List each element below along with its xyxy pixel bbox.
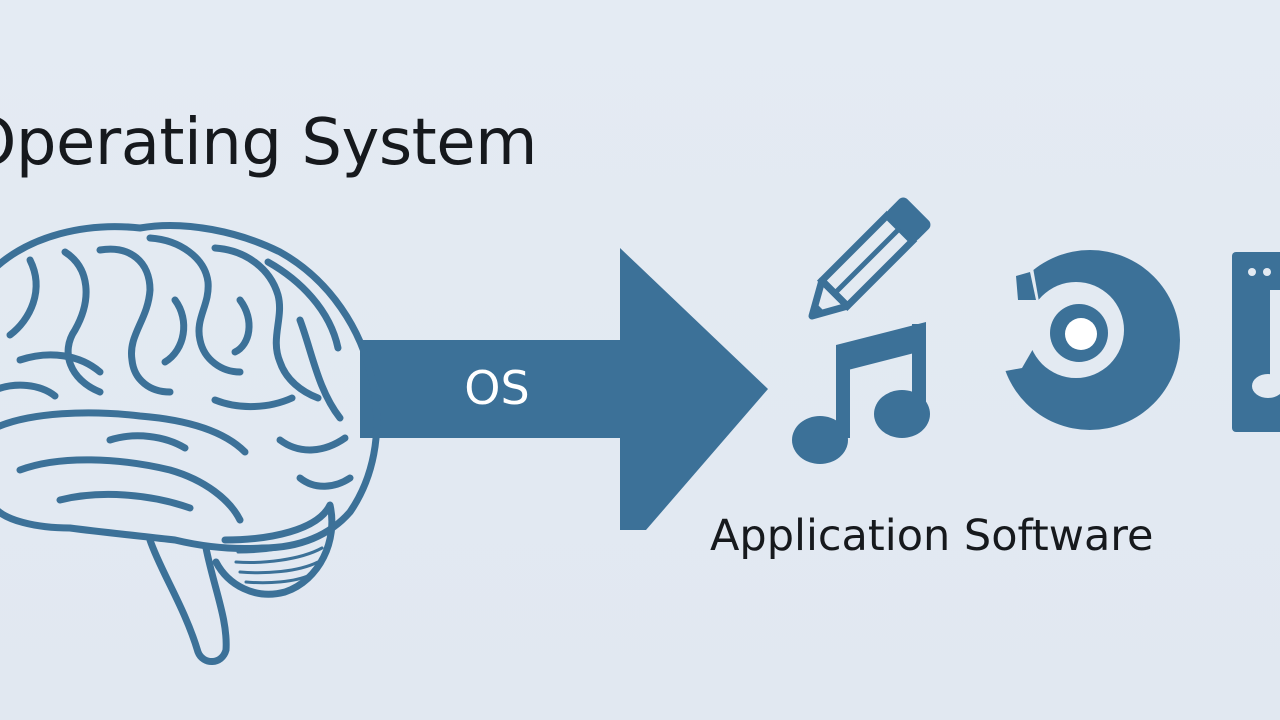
brain-icon [0, 222, 381, 665]
disc-icon [1000, 250, 1180, 430]
diagram-title: Operating System [0, 106, 537, 180]
media-player-icon [1232, 252, 1280, 432]
pencil-icon [808, 197, 931, 320]
arrow-label: OS [464, 361, 530, 415]
os-arrow [360, 248, 768, 530]
application-software-caption: Application Software [710, 511, 1154, 561]
music-note-icon [792, 322, 930, 464]
